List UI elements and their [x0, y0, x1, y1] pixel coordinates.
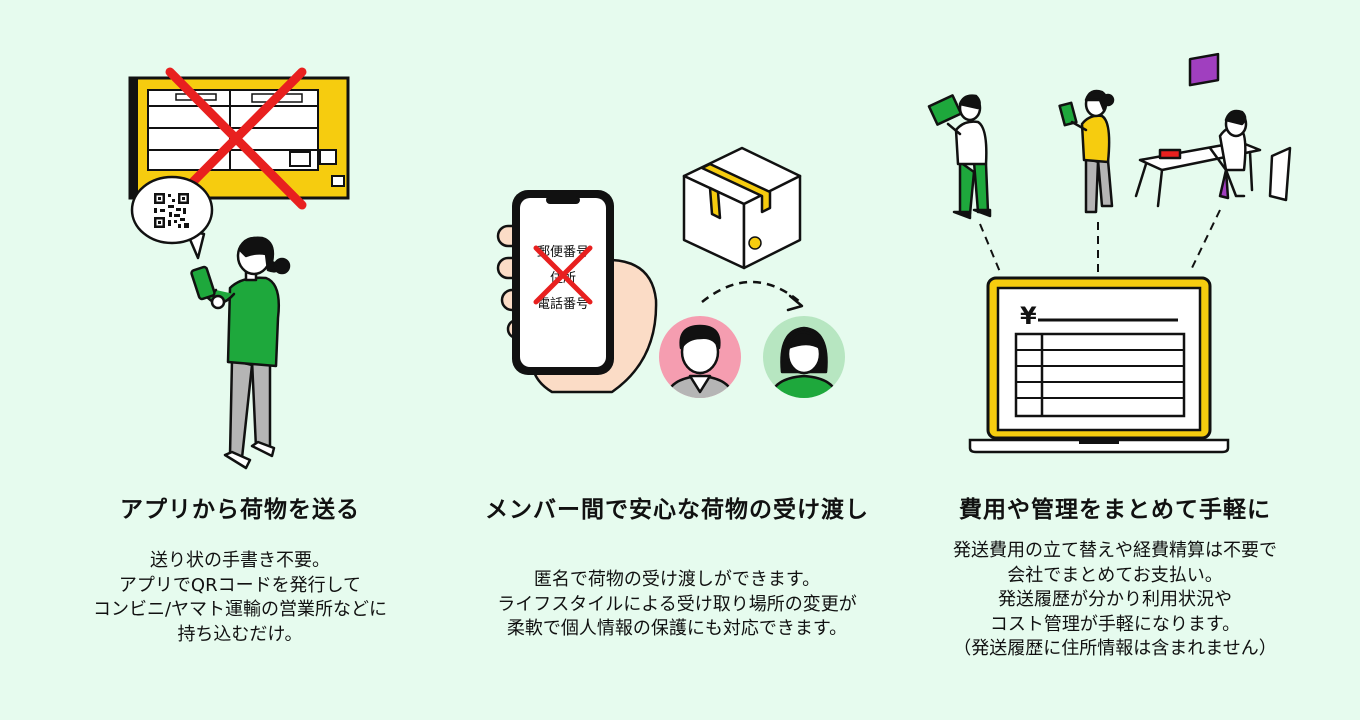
- smartphone: 郵便番号 住所 電話番号: [512, 190, 614, 375]
- description-line: 会社でまとめてお支払い。: [1007, 564, 1223, 586]
- feature-title: 費用や管理をまとめて手軽に: [959, 497, 1271, 523]
- yen-icon: ¥: [1020, 302, 1037, 330]
- description-line: コスト管理が手軽になります。: [989, 613, 1241, 635]
- cost-management-illustration: ¥: [927, 52, 1292, 454]
- qr-code-bubble: [130, 175, 214, 260]
- sender-avatar: [659, 316, 741, 398]
- handover-illustration: 郵便番号 住所 電話番号: [496, 146, 845, 398]
- feature-title: アプリから荷物を送る: [120, 497, 360, 523]
- feature-send-via-app: アプリから荷物を送る 送り状の手書き不要。 アプリでQRコードを発行して コンビ…: [20, 0, 460, 720]
- invoice-table: [1014, 332, 1186, 418]
- phone-label-phone: 電話番号: [537, 296, 589, 312]
- description-line: 発送履歴が分かり利用状況や: [998, 589, 1232, 610]
- feature-cost-management: ¥ 費用や管理をまとめて手軽に 発送費用の立て替えや経費精算は不要で 会社でまと…: [890, 0, 1340, 720]
- cross-mark-icon: [533, 245, 593, 305]
- transfer-arrow: [701, 280, 801, 303]
- phone-label-postal: 郵便番号: [537, 245, 589, 260]
- employee-with-tablet: [927, 94, 992, 220]
- send-parcel-illustration: [128, 67, 350, 470]
- recipient-avatar: [763, 316, 845, 398]
- feature-description: 発送費用の立て替えや経費精算は不要で 会社でまとめてお支払い。 発送履歴が分かり…: [890, 539, 1340, 662]
- description-line: アプリでQRコードを発行して: [118, 574, 362, 596]
- qr-code-icon: [154, 193, 189, 228]
- laptop-expense-screen: ¥: [968, 276, 1230, 454]
- description-line: 持ち込むだけ。: [177, 623, 303, 645]
- feature-description: 匿名で荷物の受け渡しができます。 ライフスタイルによる受け取り場所の変更が 柔軟…: [452, 568, 902, 642]
- description-line: 送り状の手書き不要。: [150, 550, 330, 571]
- employee-with-phone: [1058, 89, 1115, 214]
- parcel-box-icon: [682, 146, 802, 270]
- description-line: 発送費用の立て替えや経費精算は不要で: [953, 540, 1277, 561]
- description-line: 匿名で荷物の受け渡しができます。: [533, 569, 821, 590]
- description-line: ライフスタイルによる受け取り場所の変更が: [497, 593, 857, 615]
- description-line: （発送履歴に住所情報は含まれません）: [953, 638, 1277, 659]
- feature-title: メンバー間で安心な荷物の受け渡し: [485, 497, 869, 523]
- woman-with-phone: [190, 236, 291, 470]
- feature-description: 送り状の手書き不要。 アプリでQRコードを発行して コンビニ/ヤマト運輸の営業所…: [20, 549, 460, 647]
- description-line: コンビニ/ヤマト運輸の営業所などに: [92, 599, 388, 620]
- employee-at-desk: [1134, 52, 1292, 208]
- description-line: 柔軟で個人情報の保護にも対応できます。: [506, 618, 848, 639]
- connector-lines: [979, 209, 1221, 273]
- feature-anonymous-handover: 郵便番号 住所 電話番号: [452, 0, 902, 720]
